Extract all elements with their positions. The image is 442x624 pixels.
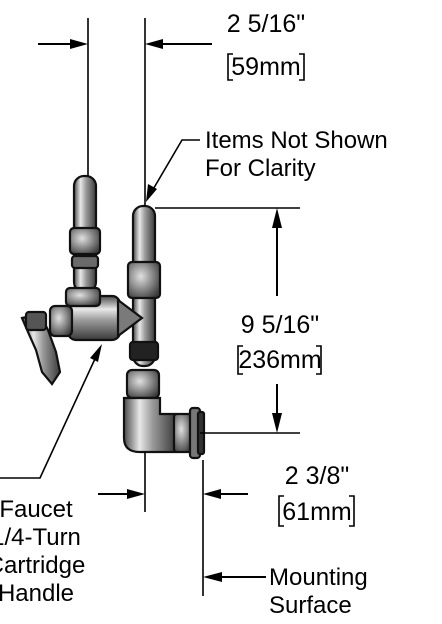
items-not-shown-line-2: For Clarity — [205, 155, 316, 182]
faucet-line-2: 1/4-Turn — [0, 524, 81, 551]
bottom-offset-dimension: 2 3/8" 61mm — [98, 452, 355, 596]
bottom-offset-imperial: 2 3/8" — [285, 462, 349, 490]
items-not-shown-line-1: Items Not Shown — [205, 127, 388, 154]
height-dimension: 9 5/16" 236mm — [155, 207, 322, 434]
faucet-illustration — [20, 174, 206, 460]
mounting-surface-line-2: Surface — [269, 592, 352, 619]
top-width-imperial: 2 5/16" — [227, 10, 305, 38]
height-metric: 236mm — [238, 346, 321, 374]
mounting-surface-callout: Mounting Surface — [203, 564, 368, 619]
faucet-line-3: Cartridge — [0, 552, 85, 579]
faucet-handle-callout: Faucet 1/4-Turn Cartridge Handle — [0, 344, 102, 607]
bottom-offset-metric: 61mm — [282, 498, 351, 526]
faucet-line-4: Handle — [0, 580, 74, 607]
height-imperial: 9 5/16" — [241, 311, 319, 339]
mounting-surface-line-1: Mounting — [269, 564, 368, 591]
top-width-metric: 59mm — [231, 53, 300, 81]
items-not-shown-callout: Items Not Shown For Clarity — [146, 127, 388, 202]
faucet-line-1: Faucet — [0, 496, 73, 523]
top-width-dimension: 2 5/16" 59mm — [38, 10, 305, 206]
